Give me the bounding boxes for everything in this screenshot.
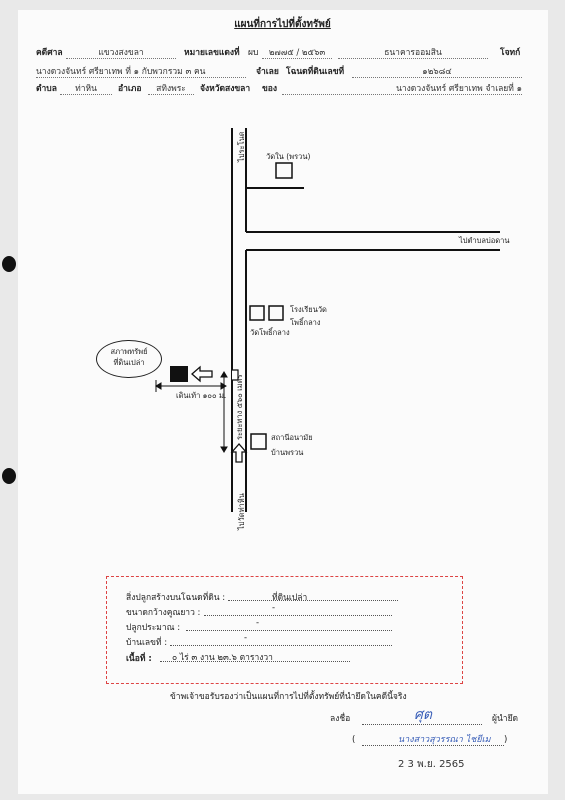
school-building <box>249 305 265 321</box>
wat-nai-building <box>275 162 293 179</box>
house-number-value: - <box>244 633 248 643</box>
area-value: ๐ ไร่ ๓ งาน ๒๓.๖ ตารางวา <box>172 653 273 663</box>
built-value: - <box>256 618 260 628</box>
province-label: จังหวัดสงขลา <box>200 84 251 94</box>
tambon-value: ท่าหิน <box>60 84 112 95</box>
house-number-label: บ้านเลขที่ : <box>126 638 168 648</box>
date-stamp: 2 3 พ.ย. 2565 <box>398 759 465 770</box>
certification-statement: ข้าพเจ้าขอรับรองว่าเป็นแผนที่การไปที่ตั้… <box>170 692 407 702</box>
amphoe-label: อำเภอ <box>118 84 142 94</box>
role-label: ผู้นำยึด <box>492 714 519 724</box>
property-details-box <box>106 576 463 684</box>
direction-arrow-left <box>191 365 213 383</box>
wat-nai-label: วัดใน (พรวน) <box>266 152 311 161</box>
walk-distance-label: เดินเท้า ๑๐๐ ม. <box>176 391 227 400</box>
plaintiff-label: โจทก์ <box>500 48 521 58</box>
owner-label: ของ <box>262 84 278 94</box>
area-label: เนื้อที่ : <box>126 654 152 664</box>
health-station-building <box>250 433 267 450</box>
road-north-label: ไประโนด <box>237 131 246 162</box>
plaintiff-value: ธนาคารออมสิน <box>338 48 488 59</box>
signer-name: นางสาวสุวรรณา ไชยีเม <box>398 735 491 745</box>
property-callout-line2: ที่ดินเปล่า <box>113 358 145 367</box>
road-distance-label: ระยะทาง ๕๖๐ เมตร <box>235 374 244 441</box>
amphoe-value: สทิงพระ <box>148 84 194 95</box>
tambon-label: ตำบล <box>36 84 57 94</box>
punch-hole <box>2 468 16 484</box>
buildings-value: ที่ดินเปล่า <box>272 593 308 603</box>
direction-arrow-up <box>230 443 248 463</box>
owner-value: นางดวงจันทร์ ศรียาเทพ จำเลยที่ ๑ <box>282 84 522 95</box>
deed-label: โฉนดที่ดินเลขที่ <box>286 67 345 77</box>
sign-label: ลงชื่อ <box>330 714 351 724</box>
road-south-label: ไปวัดท่าหิน <box>237 493 246 530</box>
defendant-value: นางดวงจันทร์ ศรียาเทพ ที่ ๑ กับพวกรวม ๓ … <box>36 67 246 78</box>
built-label: ปลูกประมาณ : <box>126 623 181 633</box>
defendant-label: จำเลย <box>256 67 279 77</box>
health-station-label-2: บ้านพรวน <box>271 448 304 457</box>
school-label-2: โพธิ์กลาง <box>290 318 321 327</box>
buildings-label: สิ่งปลูกสร้างบนโฉนดที่ดิน : <box>126 593 226 603</box>
handwritten-signature: ศุต <box>414 707 432 723</box>
court-value: แขวงสงขลา <box>66 48 176 59</box>
case-value: ๒๗๗๕ / ๒๕๖๓ <box>262 48 332 59</box>
document-title: แผนที่การไปที่ตั้งทรัพย์ <box>234 19 331 30</box>
school-building <box>268 305 284 321</box>
deed-value: ๑๒๖๘๔ <box>352 67 522 78</box>
size-label: ขนาดกว้างคูณยาว : <box>126 608 201 618</box>
court-label: คดีศาล <box>36 48 63 58</box>
case-label: หมายเลขแดงที่ <box>184 48 240 58</box>
property-callout: สภาพทรัพย์ ที่ดินเปล่า <box>96 340 162 378</box>
property-callout-line1: สภาพทรัพย์ <box>110 347 148 356</box>
size-value: - <box>272 603 276 613</box>
school-label-1: โรงเรียนวัด <box>290 305 327 314</box>
property-marker <box>170 366 188 382</box>
road-east-label: ไปตำบลบ่อดาน <box>459 236 510 245</box>
punch-hole <box>2 256 16 272</box>
case-prefix: ผบ <box>248 48 259 58</box>
health-station-label-1: สถานีอนามัย <box>271 433 313 442</box>
wat-pho-label: วัดโพธิ์กลาง <box>250 328 290 337</box>
